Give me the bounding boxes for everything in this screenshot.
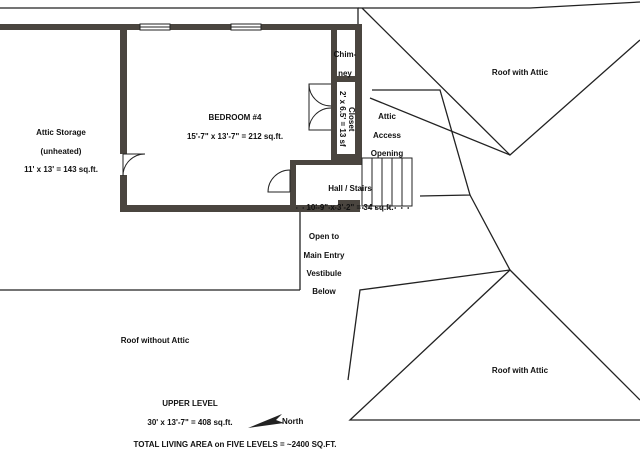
doors: [122, 83, 332, 193]
roof-with-attic-bottom-label: Roof with Attic: [491, 366, 549, 375]
north-label: North: [282, 417, 304, 426]
roof-without-attic-label: Roof without Attic: [120, 336, 190, 345]
attic-access-line1: Attic: [378, 112, 396, 122]
walls: [0, 24, 362, 212]
closet-label: Closet 2' x 6.5' = 13 sf: [336, 86, 358, 152]
open-to-line4: Below: [312, 287, 336, 297]
north-arrow-icon: [248, 414, 284, 428]
hall-name: Hall / Stairs: [328, 184, 372, 194]
attic-access-label: Attic Access Opening: [364, 103, 410, 167]
bedroom-size: 15'-7" x 13'-7" = 212 sq.ft.: [186, 131, 284, 141]
chimney-line2: ney: [338, 68, 352, 78]
windows: [139, 23, 262, 31]
bedroom-name: BEDROOM #4: [208, 113, 262, 123]
chimney-label: Chim- ney: [333, 41, 357, 87]
level-name: UPPER LEVEL: [162, 399, 218, 409]
open-to-label: Open to Main Entry Vestibule Below: [296, 223, 352, 306]
open-to-line2: Main Entry: [303, 250, 345, 260]
hall-label: Hall / Stairs 10'-9" x 3'-2" = 34 sq.ft.: [294, 175, 406, 221]
attic-access-line3: Opening: [370, 148, 404, 158]
roof-lines: [0, 1, 640, 421]
chimney-line1: Chim-: [333, 50, 357, 60]
closet-name: Closet: [347, 106, 357, 132]
hall-size: 10'-9" x 3'-2" = 34 sq.ft.: [306, 202, 394, 212]
bedroom-label: BEDROOM #4 15'-7" x 13'-7" = 212 sq.ft.: [140, 104, 330, 150]
attic-access-line2: Access: [372, 130, 402, 140]
stairs: [361, 157, 413, 207]
level-label: UPPER LEVEL 30' x 13'-7" = 408 sq.ft.: [120, 390, 260, 436]
attic-storage-name: Attic Storage: [36, 128, 86, 138]
attic-storage-label: Attic Storage (unheated) 11' x 13' = 143…: [5, 119, 117, 183]
closet-size: 2' x 6.5' = 13 sf: [338, 91, 347, 147]
attic-storage-note: (unheated): [40, 146, 82, 156]
roof-with-attic-top-label: Roof with Attic: [491, 68, 549, 77]
open-to-line3: Vestibule: [306, 268, 342, 278]
total-area-label: TOTAL LIVING AREA on FIVE LEVELS = ~2400…: [133, 440, 337, 449]
level-size: 30' x 13'-7" = 408 sq.ft.: [147, 417, 233, 427]
attic-storage-size: 11' x 13' = 143 sq.ft.: [24, 164, 98, 174]
open-to-line1: Open to: [308, 232, 340, 242]
